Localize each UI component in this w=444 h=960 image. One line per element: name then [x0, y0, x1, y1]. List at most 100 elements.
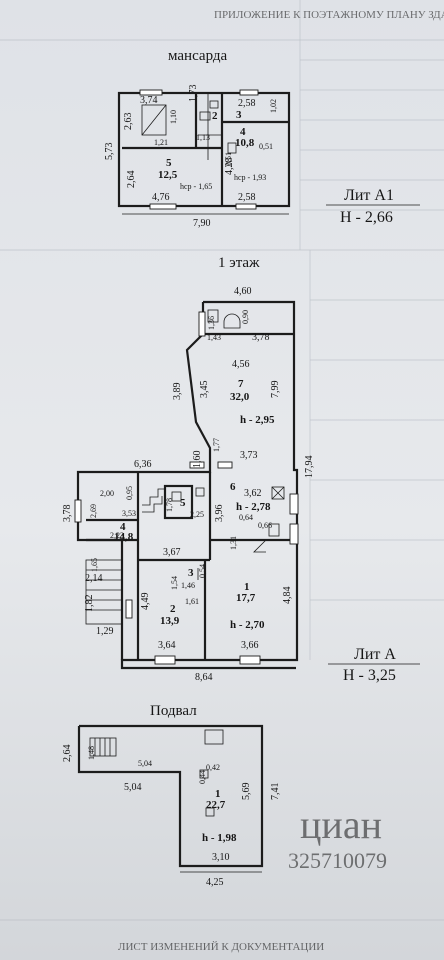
dim-label: 17,94 — [304, 456, 315, 479]
dim-label: 1,54 — [170, 576, 179, 590]
dim-label: 8,64 — [195, 672, 213, 683]
dim-label: 5,04 — [124, 782, 142, 793]
dim-label: 1,21 — [154, 138, 168, 147]
dim-label: 1,78 — [165, 498, 174, 512]
dim-label: 2,58 — [238, 98, 256, 109]
dim-label: 3,96 — [214, 505, 225, 523]
dim-label: 3,66 — [241, 640, 259, 651]
room-number: 7 — [238, 378, 244, 390]
dim-label: 4,56 — [232, 359, 250, 370]
dim-label: 2,69 — [89, 504, 98, 518]
dim-label: 1,73 — [188, 85, 199, 103]
dim-label: 2,58 — [238, 192, 256, 203]
dim-label: 4,49 — [140, 593, 151, 611]
dim-label: 1,46 — [181, 581, 195, 590]
dim-label: 1,61 — [185, 597, 199, 606]
dim-label: 4,28 — [224, 158, 235, 176]
dim-label: 1,02 — [269, 99, 278, 113]
dim-label: 3,67 — [163, 547, 181, 558]
dim-label: 1,48 — [87, 746, 96, 760]
dim-label: 5,04 — [138, 759, 152, 768]
dim-label: 1,10 — [169, 110, 178, 124]
dim-label: 1,82 — [84, 595, 95, 613]
dim-label: 7,90 — [193, 218, 211, 229]
dim-label: 1,65 — [90, 558, 99, 572]
dim-label: 3,78 — [62, 505, 73, 523]
room-height: h - 2,95 — [240, 414, 275, 426]
dim-label: 0,51 — [224, 152, 233, 166]
dim-label: 3,78 — [252, 332, 270, 343]
stair-hatching — [85, 488, 267, 625]
dim-label: 2,14 — [85, 573, 103, 584]
lit-a-label: Лит А — [354, 646, 396, 663]
room-area: 22,7 — [206, 799, 226, 811]
dim-label: 0,64 — [239, 513, 253, 522]
background-form-grid — [0, 0, 444, 921]
dim-label: 3,74 — [140, 95, 158, 106]
room-number: 4 — [240, 126, 246, 138]
room-number: 6 — [230, 481, 236, 493]
room-number: 4 — [120, 521, 126, 533]
dim-label: 1,43 — [207, 333, 221, 342]
dim-label: 1,77 — [212, 438, 221, 452]
floor1-plan — [74, 300, 299, 670]
dim-label: 0,54 — [198, 564, 207, 578]
dim-label: 0,42 — [206, 763, 220, 772]
dim-label: 1,13 — [196, 133, 210, 142]
dim-label: 4,76 — [152, 192, 170, 203]
room-height: h - 1,98 — [202, 832, 237, 844]
mezzanine-plan — [117, 89, 291, 215]
dim-label: 5,73 — [104, 143, 115, 161]
floor1-title: 1 этаж — [218, 255, 260, 271]
dim-label: 4,25 — [206, 877, 224, 888]
room-number: 3 — [188, 567, 194, 579]
dim-label: 3,73 — [240, 450, 258, 461]
room-area: 14,8 — [114, 531, 134, 543]
header-faded: ПРИЛОЖЕНИЕ К ПОЭТАЖНОМУ ПЛАНУ ЗДАНИЯ — [214, 9, 444, 21]
dim-label: 0,66 — [258, 521, 272, 530]
dim-label: 1,31 — [229, 536, 238, 550]
dim-label: 7,41 — [270, 783, 281, 801]
dim-label: 1,29 — [96, 626, 114, 637]
dim-label: 3,10 — [212, 852, 230, 863]
dim-label: 2,00 — [100, 489, 114, 498]
dim-label: 6,36 — [134, 459, 152, 470]
basement-plan — [77, 724, 264, 868]
dim-label: 0,90 — [241, 310, 250, 324]
room-area: 12,5 — [158, 169, 178, 181]
dim-label: 0,51 — [259, 142, 273, 151]
dim-label: 2,25 — [190, 510, 204, 519]
dim-label: 7,99 — [270, 381, 281, 399]
dim-label: 4,60 — [234, 286, 252, 297]
dim-label: 3,45 — [199, 381, 210, 399]
room-height: h - 2,78 — [236, 501, 271, 513]
dim-label: 3,89 — [172, 383, 183, 401]
room-area: 13,9 — [160, 615, 180, 627]
room-area: 10,8 — [235, 137, 255, 149]
lit-a-height: Н - 3,25 — [343, 667, 396, 684]
dim-label: 1,36 — [207, 316, 216, 330]
room-number: 2 — [212, 110, 218, 122]
room-number: 3 — [236, 109, 242, 121]
room-height: hср - 1,65 — [180, 182, 212, 191]
room-number: 1 — [215, 788, 221, 800]
basement-stairs — [89, 737, 117, 757]
room-number: 1 — [244, 581, 250, 593]
dim-label: 1,60 — [192, 451, 203, 469]
watermark-logo: циан — [300, 802, 382, 847]
dim-label: 3,64 — [158, 640, 176, 651]
footer-faded: ЛИСТ ИЗМЕНЕНИЙ К ДОКУМЕНТАЦИИ — [118, 941, 324, 953]
dim-label: 2,64 — [126, 171, 137, 189]
room-area: 32,0 — [230, 391, 250, 403]
room-height: h - 2,70 — [230, 619, 265, 631]
room-area: 17,7 — [236, 592, 256, 604]
basement-title: Подвал — [150, 703, 197, 719]
dim-label: 3,53 — [122, 509, 136, 518]
lit-a1-height: Н - 2,66 — [340, 209, 393, 226]
room-number: 5 — [180, 497, 186, 509]
dim-label: 2,63 — [123, 113, 134, 131]
dim-label: 0,95 — [125, 486, 134, 500]
room-height: hср - 1,93 — [234, 173, 266, 182]
